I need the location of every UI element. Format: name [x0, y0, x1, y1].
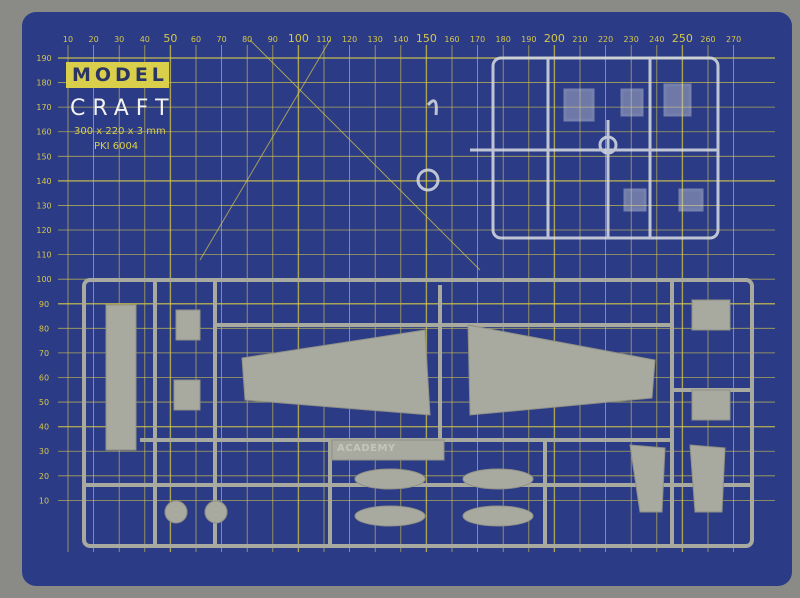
- left-wing: [241, 329, 431, 416]
- ruler-label-left: 10: [39, 496, 49, 505]
- ruler-label-top: 80: [242, 35, 252, 44]
- ruler-label-left: 80: [39, 324, 49, 333]
- ruler-label-top: 160: [444, 35, 459, 44]
- ruler-label-top: 270: [726, 35, 741, 44]
- tail-fin: [629, 444, 666, 513]
- ruler-label-top: 30: [114, 35, 124, 44]
- mat-size: 300 x 220 x 3 mm: [74, 126, 166, 137]
- ruler-label-top: 70: [217, 35, 227, 44]
- ruler-label-left: 60: [39, 373, 49, 382]
- ruler-label-left: 100: [36, 275, 51, 284]
- part: [691, 389, 731, 421]
- sprue-tag: [331, 439, 445, 461]
- ruler-label-top: 10: [63, 35, 73, 44]
- ruler-label-left: 140: [36, 177, 51, 186]
- ruler-label-top: 210: [572, 35, 587, 44]
- mat-rulers: 10 20 30 40 50 60 70 80 90 100 110 120 130 140 150 160 1…: [36, 32, 741, 505]
- drop-tank: [354, 468, 426, 490]
- ruler-label-top: 190: [521, 35, 536, 44]
- ruler-label-top: 20: [89, 35, 99, 44]
- ruler-label-left: 150: [36, 152, 51, 161]
- ruler-label-top: 250: [672, 32, 693, 45]
- ruler-label-top: 40: [140, 35, 150, 44]
- right-wing: [467, 324, 656, 416]
- mat-brand-craft: CRAFT: [70, 96, 176, 121]
- ruler-label-left: 90: [39, 300, 49, 309]
- ruler-label-top: 130: [368, 35, 383, 44]
- diagonal-guide: [249, 39, 481, 271]
- ruler-label-left: 40: [39, 423, 49, 432]
- drop-tank: [354, 505, 426, 527]
- ruler-label-top: 240: [649, 35, 664, 44]
- part: [175, 309, 201, 341]
- ruler-label-left: 160: [36, 128, 51, 137]
- ruler-label-top: 200: [544, 32, 565, 45]
- ruler-label-left: 20: [39, 472, 49, 481]
- clear-parts-sprue: [416, 56, 720, 240]
- ruler-label-left: 30: [39, 447, 49, 456]
- wheel: [204, 500, 228, 524]
- ruler-label-top: 120: [342, 35, 357, 44]
- part: [691, 299, 731, 331]
- ruler-label-left: 190: [36, 54, 51, 63]
- ruler-label-top: 90: [268, 35, 278, 44]
- ruler-label-top: 170: [470, 35, 485, 44]
- ruler-label-top: 50: [163, 32, 177, 45]
- drop-tank: [462, 468, 534, 490]
- ruler-label-left: 70: [39, 349, 49, 358]
- ruler-label-left: 50: [39, 398, 49, 407]
- part: [173, 379, 201, 411]
- ruler-label-left: 180: [36, 79, 51, 88]
- ruler-label-top: 220: [598, 35, 613, 44]
- grey-parts: [105, 299, 731, 527]
- sprue-brand-label: ACADEMY: [337, 443, 396, 454]
- wheel: [164, 500, 188, 524]
- ruler-label-top: 230: [624, 35, 639, 44]
- ruler-label-top: 260: [700, 35, 715, 44]
- ruler-label-top: 140: [393, 35, 408, 44]
- ruler-label-top: 60: [191, 35, 201, 44]
- tail-fin: [689, 444, 726, 513]
- ruler-label-left: 130: [36, 201, 51, 210]
- ruler-label-left: 120: [36, 226, 51, 235]
- diagonal-guide: [199, 39, 331, 261]
- mat-brand-model: MODEL: [66, 62, 169, 88]
- ruler-label-top: 180: [496, 35, 511, 44]
- ruler-label-top: 150: [416, 32, 437, 45]
- cockpit-part: [105, 304, 137, 451]
- ruler-label-left: 110: [36, 251, 51, 260]
- mat-code: PKI 6004: [94, 141, 139, 152]
- ruler-label-top: 110: [316, 35, 331, 44]
- ruler-label-left: 170: [36, 103, 51, 112]
- drop-tank: [462, 505, 534, 527]
- ruler-label-top: 100: [288, 32, 309, 45]
